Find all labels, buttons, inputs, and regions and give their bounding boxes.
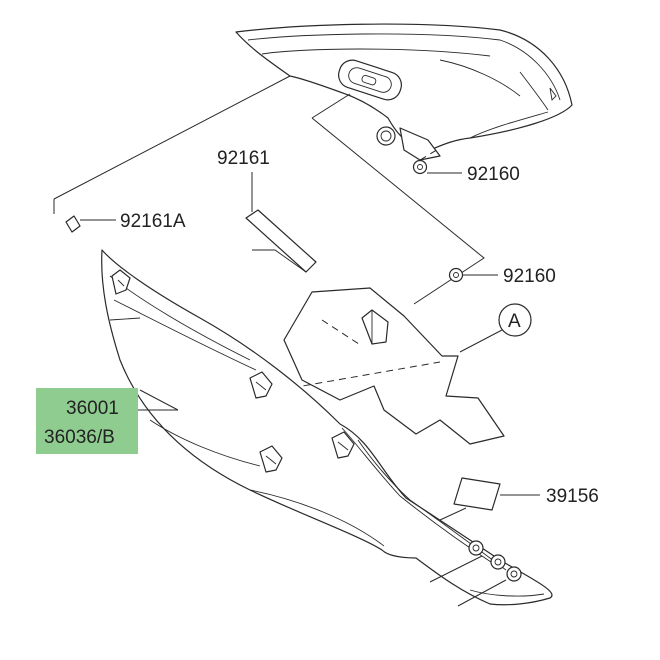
flat-panel (267, 287, 505, 445)
highlight-36001 (36, 388, 138, 454)
reference-a (459, 303, 532, 353)
side-cover-36001 (101, 249, 553, 607)
label-plate-39156 (453, 477, 540, 511)
pad-92161 (245, 172, 317, 273)
callout-36001: 36001 (66, 398, 119, 419)
callout-ref-a: A (508, 311, 521, 332)
callout-92160-top: 92160 (467, 164, 520, 185)
callout-36036B: 36036/B (44, 427, 115, 448)
bracket-line-right (311, 117, 485, 305)
callout-92160-mid: 92160 (503, 266, 556, 287)
bracket-line-upper (311, 93, 351, 119)
callout-92161: 92161 (217, 148, 270, 169)
callout-39156: 39156 (546, 486, 599, 507)
washer-92160-mid (448, 267, 498, 283)
bracket-line-left (53, 75, 291, 200)
clip-92161A (65, 215, 116, 233)
callout-92161A: 92161A (120, 211, 186, 232)
upper-seat-part (235, 23, 573, 161)
washer-92160-top (412, 147, 462, 175)
